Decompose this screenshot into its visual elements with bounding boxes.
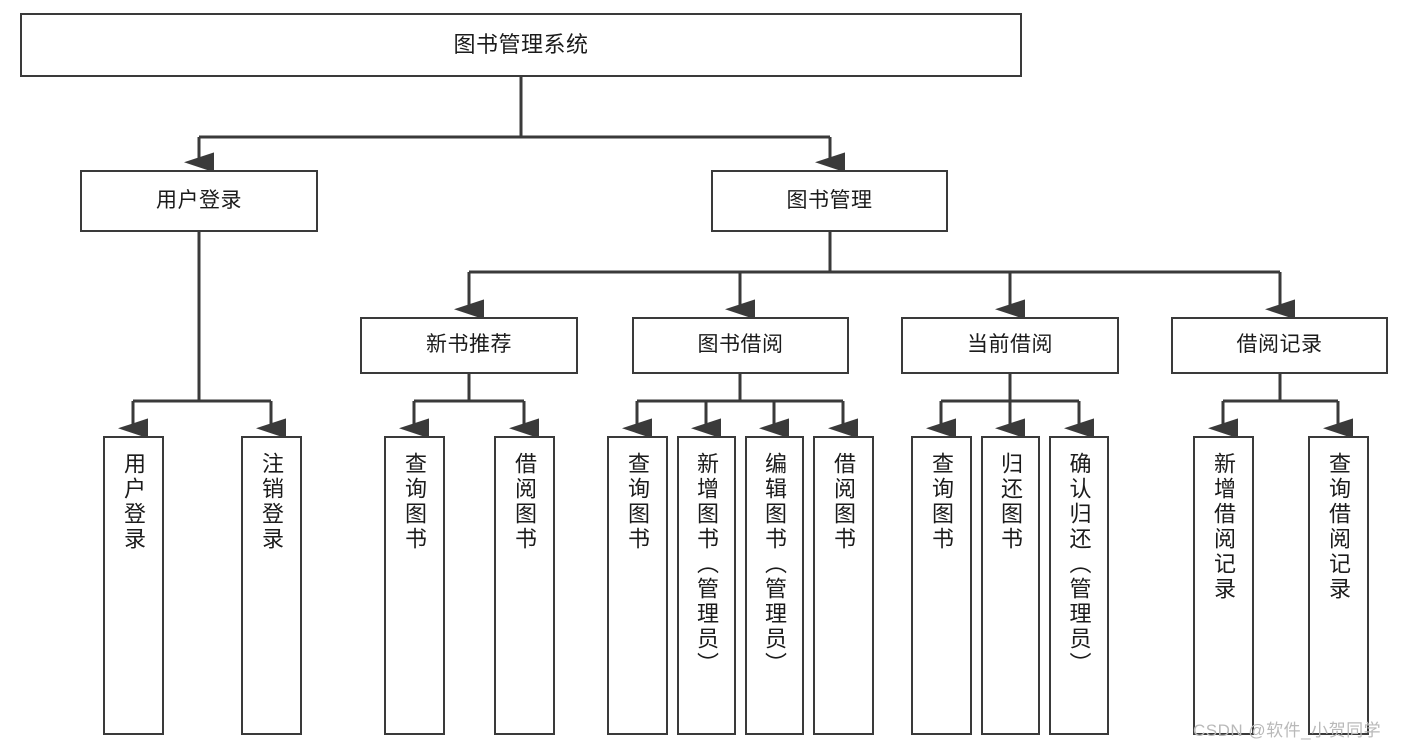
csdn-watermark: CSDN @软件_小贺同学 [1193,721,1382,740]
leaf-label: 新增图书（管理员） [694,452,720,677]
leaf-label: 查询图书 [929,452,955,552]
leaf-current-borrow-query[interactable]: 查询图书 [911,436,972,735]
node-book-management[interactable]: 图书管理 [711,170,948,232]
node-book-borrow[interactable]: 图书借阅 [632,317,849,374]
node-root-label: 图书管理系统 [453,32,589,58]
leaf-label: 新增借阅记录 [1211,452,1237,602]
leaf-label: 借阅图书 [831,452,857,552]
leaf-user-login-logout[interactable]: 注销登录 [241,436,302,735]
leaf-label: 归还图书 [998,452,1024,552]
leaf-label: 用户登录 [121,452,147,552]
leaf-book-borrow-query[interactable]: 查询图书 [607,436,668,735]
node-current-borrow-label: 当前借阅 [967,333,1053,357]
leaf-current-borrow-confirm[interactable]: 确认归还（管理员） [1049,436,1109,735]
leaf-label: 借阅图书 [512,452,538,552]
leaf-label: 编辑图书（管理员） [762,452,788,677]
leaf-borrow-record-query[interactable]: 查询借阅记录 [1308,436,1369,735]
node-user-login-label: 用户登录 [156,188,242,212]
node-current-borrow[interactable]: 当前借阅 [901,317,1119,374]
leaf-book-borrow-add[interactable]: 新增图书（管理员） [677,436,736,735]
leaf-label: 确认归还（管理员） [1066,452,1092,677]
leaf-label: 查询图书 [625,452,651,552]
node-new-book-recommend[interactable]: 新书推荐 [360,317,578,374]
leaf-new-book-borrow[interactable]: 借阅图书 [494,436,555,735]
node-book-borrow-label: 图书借阅 [697,333,784,357]
leaf-user-login-login[interactable]: 用户登录 [103,436,164,735]
leaf-label: 查询图书 [402,452,428,552]
node-borrow-record[interactable]: 借阅记录 [1171,317,1388,374]
node-book-management-label: 图书管理 [786,188,873,212]
leaf-label: 注销登录 [259,452,285,552]
leaf-book-borrow-borrow[interactable]: 借阅图书 [813,436,874,735]
node-borrow-record-label: 借阅记录 [1236,333,1323,357]
node-user-login[interactable]: 用户登录 [80,170,318,232]
leaf-label: 查询借阅记录 [1326,452,1352,602]
leaf-book-borrow-edit[interactable]: 编辑图书（管理员） [745,436,804,735]
leaf-borrow-record-add[interactable]: 新增借阅记录 [1193,436,1254,735]
node-new-book-recommend-label: 新书推荐 [426,333,512,357]
node-root[interactable]: 图书管理系统 [20,13,1022,77]
leaf-new-book-query[interactable]: 查询图书 [384,436,445,735]
leaf-current-borrow-return[interactable]: 归还图书 [981,436,1040,735]
